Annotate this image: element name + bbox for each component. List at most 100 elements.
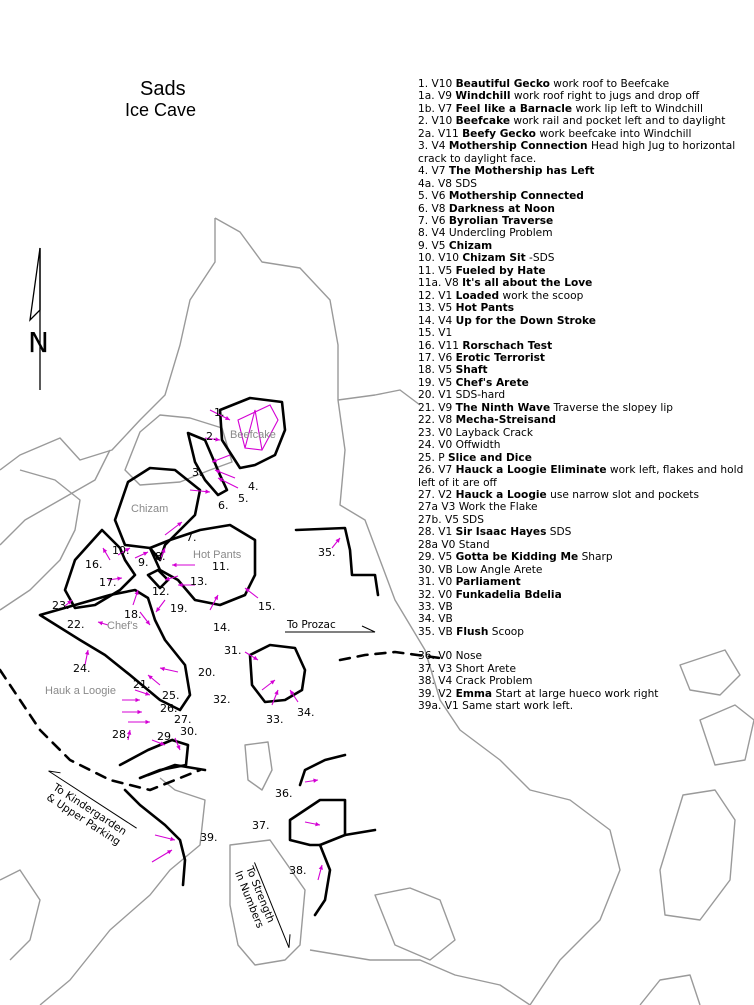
path-prozac: To Prozac [285,619,376,633]
legend-item: 28a V0 Stand [418,539,748,551]
legend-grade-value: V7 [438,464,453,477]
legend-grade: 38. [418,675,435,688]
route-arrow-head [98,621,103,626]
route-arrow-head [245,588,250,593]
legend-grade-value: V1 [438,289,453,302]
route-arrow-head [143,551,148,556]
legend-description: Layback Crack [455,426,534,439]
problem-label: 33. [266,713,284,726]
legend-grade: 35. [418,625,435,638]
legend-description: Traverse the slopey lip [553,401,674,414]
problem-labels: 1. 2. 3. 4. 5. 6. 7. 8. 9. 10. 11. 12. 1… [52,406,336,877]
legend-grade: 32. [418,588,435,601]
legend-problem-name: Beautiful Gecko [455,78,550,90]
problem-legend: 1. V10 Beautiful Gecko work roof to Beef… [418,78,748,713]
legend-item: 14. V4 Up for the Down Stroke [418,315,748,327]
legend-grade-value: VB [438,563,453,576]
legend-item: 4a. V8 SDS [418,178,748,190]
legend-problem-name: Loaded [455,289,500,302]
legend-grade-value: V7 [438,102,453,115]
legend-grade-value: V10 [431,78,453,90]
problem-label: 19. [170,602,188,615]
legend-grade: 27a [418,501,438,514]
legend-item: 31. V0 Parliament [418,576,748,588]
legend-grade: 26. [418,464,435,477]
legend-grade-value: V4 [431,227,446,240]
legend-item: 27. V2 Hauck a Loogie use narrow slot an… [418,489,748,501]
problem-label: 20. [198,666,216,679]
legend-grade: 20. [418,389,435,402]
legend-problem-name: It's all about the Love [462,277,593,290]
legend-problem-name: Fueled by Hate [455,264,546,277]
legend-problem-name: Sir Isaac Hayes [455,526,547,539]
route-arrow-head [205,489,210,494]
problem-label: 1. [214,406,225,419]
route-arrow-head [161,548,166,553]
legend-grade: 2. [418,115,429,128]
legend-grade-value: V6 [431,190,446,203]
legend-problem-name: The Mothership has Left [448,165,595,178]
legend-grade: 12. [418,289,435,302]
legend-grade-value: VB [438,601,453,614]
legend-problem-name: Feel like a Barnacle [455,102,573,115]
legend-problem-name: Hot Pants [455,302,515,315]
problem-label: 35. [318,546,336,559]
legend-item: 9. V5 Chizam [418,240,748,252]
problem-label: 21. [133,678,151,691]
legend-description: Scoop [491,625,525,638]
legend-grade: 24. [418,439,435,452]
legend-description: work left, flakes and hold left of it ar… [418,464,744,489]
problem-label: 31. [224,644,242,657]
legend-problem-name: Mothership Connected [448,190,584,203]
legend-item: 22. V8 Mecha-Streisand [418,414,748,426]
legend-item: 3. V4 Mothership Connection Head high Ju… [418,140,748,165]
legend-item: 1a. V9 Windchill work roof right to jugs… [418,90,748,102]
legend-grade-value: V8 [437,177,452,190]
legend-description: SDS [455,177,477,190]
area-beefcake: Beefcake [230,429,276,441]
problem-label: 4. [248,480,259,493]
legend-problem-name: Rorschach Test [462,339,553,352]
route-arrow-head [84,650,90,655]
legend-item: 20. V1 SDS-hard [418,389,748,401]
legend-item: 34. VB [418,613,748,625]
map-subtitle: Ice Cave [125,100,197,120]
legend-description: Low Angle Arete [456,563,543,576]
legend-item: 38. V4 Crack Problem [418,675,748,687]
legend-problem-name: Parliament [455,576,521,589]
legend-problem-name: Mecha-Streisand [455,414,557,427]
legend-grade-value: V0 [438,650,453,663]
map-title: Sads [140,78,186,100]
legend-item [418,638,748,650]
legend-grade: 13. [418,302,435,315]
legend-grade: 28a [418,538,438,551]
legend-grade: 4a. [418,177,435,190]
legend-problem-name: Erotic Terrorist [455,351,545,364]
problem-label: 24. [73,662,91,675]
legend-grade-value: V8 [438,414,453,427]
problem-label: 34. [297,706,315,719]
legend-problem-name: Beefy Gecko [462,127,536,140]
legend-grade: 10. [418,252,435,265]
legend-problem-name: Flush [456,625,489,638]
legend-grade: 5. [418,190,429,203]
legend-description: work lip left to Windchill [575,102,703,115]
path-label-prozac: To Prozac [286,619,336,631]
route-arrow-head [145,719,150,725]
route-arrow-head [160,741,165,746]
legend-grade-value: V9 [438,401,453,414]
route-arrow-head [137,709,142,715]
legend-item: 29. V5 Gotta be Kidding Me Sharp [418,551,748,563]
legend-grade: 29. [418,551,435,564]
route-arrow-head [134,590,139,595]
legend-item: 10. V10 Chizam Sit -SDS [418,252,748,264]
problem-label: 9. [138,556,149,569]
problem-label: 25. [162,689,180,702]
legend-grade-value: V9 [437,90,452,103]
route-arrow-head [215,437,220,442]
legend-description: use narrow slot and pockets [550,488,699,501]
problem-label: 38. [289,864,307,877]
legend-item: 36. V0 Nose [418,650,748,662]
legend-description: Head high Jug to horizontal crack to day… [418,140,736,165]
legend-problem-name: Darkness at Noon [448,202,555,215]
